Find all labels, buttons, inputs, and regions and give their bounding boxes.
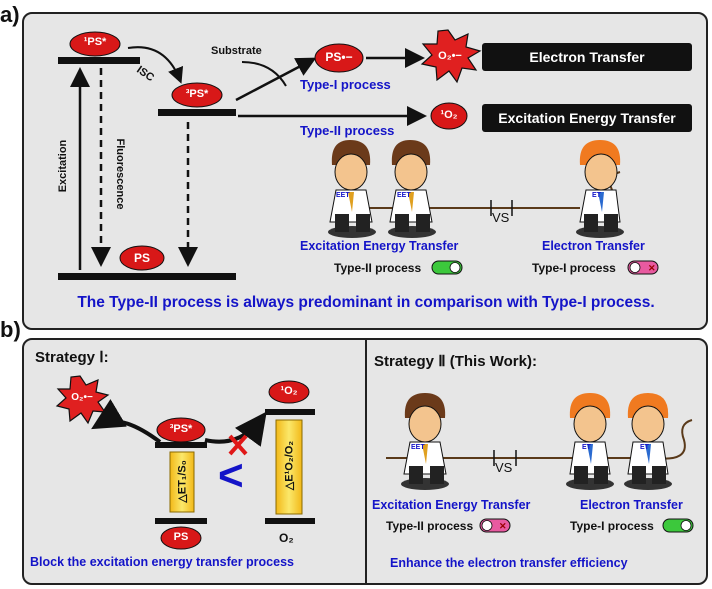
- type2-label: Type-II process: [300, 123, 395, 138]
- strategy1-o2-label: O₂: [279, 531, 294, 545]
- strategy2-title: Strategy Ⅱ (This Work):: [374, 353, 537, 370]
- ps-ground-ellipse: [119, 245, 165, 271]
- substrate-label: Substrate: [211, 45, 262, 57]
- strategy1-ps-triplet-label: ³PS*: [169, 423, 193, 435]
- delta-right-bar: [275, 419, 303, 515]
- ps-triplet-label: ³PS*: [185, 88, 209, 100]
- singlet-level: [58, 57, 140, 64]
- strategy1-singlet-oxygen-label: ¹O₂: [280, 385, 298, 397]
- strategy1-type1-arrow: [91, 399, 162, 444]
- ps-ground-label: PS: [133, 251, 150, 265]
- et-person: [576, 140, 624, 238]
- delta-left-label: △ET₁/S₀: [176, 460, 189, 503]
- substrate-arrow: [241, 61, 287, 87]
- strategy2-caption: Enhance the electron transfer efficiency: [390, 556, 628, 570]
- strategy2-type2-toggle-off[interactable]: ✕: [479, 518, 511, 533]
- vs-label: VS: [492, 210, 510, 225]
- ps-radical-ellipse: [314, 43, 364, 73]
- panel-b-divider: [365, 340, 367, 583]
- strategy2-eet-tag: EET: [411, 444, 425, 451]
- strategy1-o2-level: [265, 518, 315, 524]
- energy-transfer-box: Excitation Energy Transfer: [482, 104, 692, 132]
- strategy1-ps-triplet-ellipse: [156, 417, 206, 443]
- superoxide-label: O₂•−: [438, 50, 462, 62]
- triplet-level: [158, 109, 236, 116]
- left-toggle-label: Type-II process: [334, 261, 422, 275]
- strategy2-left-toggle-label: Type-II process: [386, 519, 474, 533]
- strategy1-superoxide-burst: [55, 375, 110, 425]
- singlet-oxygen-label: ¹O₂: [440, 109, 458, 121]
- ps-triplet-ellipse: [171, 82, 223, 108]
- ps-singlet-label: ¹PS*: [83, 36, 107, 48]
- type1-label: Type-I process: [300, 77, 391, 92]
- type2-toggle-on[interactable]: [431, 260, 463, 275]
- right-team-label: Electron Transfer: [542, 239, 645, 253]
- strategy1-singlet-oxygen-level: [265, 409, 315, 415]
- type1-arrow: [235, 57, 317, 102]
- singlet-oxygen-ellipse: [430, 102, 468, 130]
- strategy1-ground-level: [155, 518, 207, 524]
- strategy1-superoxide-label: O₂•−: [71, 392, 93, 403]
- strategy1-caption: Block the excitation energy transfer pro…: [30, 555, 294, 569]
- less-than-sign: <: [218, 451, 244, 500]
- eet-tag-1: EET: [336, 192, 350, 199]
- strategy2-et-tag-1: ET: [582, 444, 591, 451]
- eet-tag-2: EET: [397, 192, 411, 199]
- superoxide-burst: [420, 29, 482, 84]
- strategy2-type1-toggle-on[interactable]: [662, 518, 694, 533]
- ground-level: [58, 273, 236, 280]
- strategy2-right-team-label: Electron Transfer: [580, 498, 683, 512]
- left-team-label: Excitation Energy Transfer: [300, 239, 459, 253]
- delta-left-bar: [169, 451, 195, 513]
- panel-b-label: b): [0, 317, 21, 342]
- strategy1-ps-ground-ellipse: [160, 526, 202, 550]
- strategy2-right-toggle-label: Type-I process: [570, 519, 654, 533]
- svg-text:✕: ✕: [648, 263, 656, 273]
- strategy2-et-person-1: [566, 393, 614, 490]
- strategy2-vs-label: VS: [495, 460, 513, 475]
- right-toggle-label: Type-I process: [532, 261, 616, 275]
- et-tag: ET: [592, 192, 601, 199]
- ps-singlet-ellipse: [69, 31, 121, 57]
- ps-radical-label: PS•−: [325, 50, 353, 64]
- strategy1-title: Strategy Ⅰ:: [35, 349, 109, 366]
- delta-right-label: △E¹O₂/O₂: [283, 440, 296, 491]
- eet-person-1: [328, 140, 376, 238]
- strategy1-ps-ground-label: PS: [173, 531, 189, 543]
- svg-text:✕: ✕: [499, 521, 507, 531]
- strategy2-et-tag-2: ET: [640, 444, 649, 451]
- strategy1-singlet-oxygen-ellipse: [268, 380, 310, 404]
- type1-toggle-off[interactable]: ✕: [627, 260, 659, 275]
- strategy1-type2-arrow: [204, 411, 267, 447]
- strategy2-eet-person: [401, 393, 449, 490]
- panel-a-label: a): [0, 2, 20, 27]
- eet-person-2: [388, 140, 436, 238]
- isc-arrow: [127, 46, 184, 84]
- strategy2-et-person-2: [624, 393, 672, 490]
- strategy1-triplet-level: [155, 442, 207, 448]
- strategy2-left-team-label: Excitation Energy Transfer: [372, 498, 531, 512]
- conclusion-text: The Type-II process is always predominan…: [77, 294, 655, 311]
- electron-transfer-box: Electron Transfer: [482, 43, 692, 71]
